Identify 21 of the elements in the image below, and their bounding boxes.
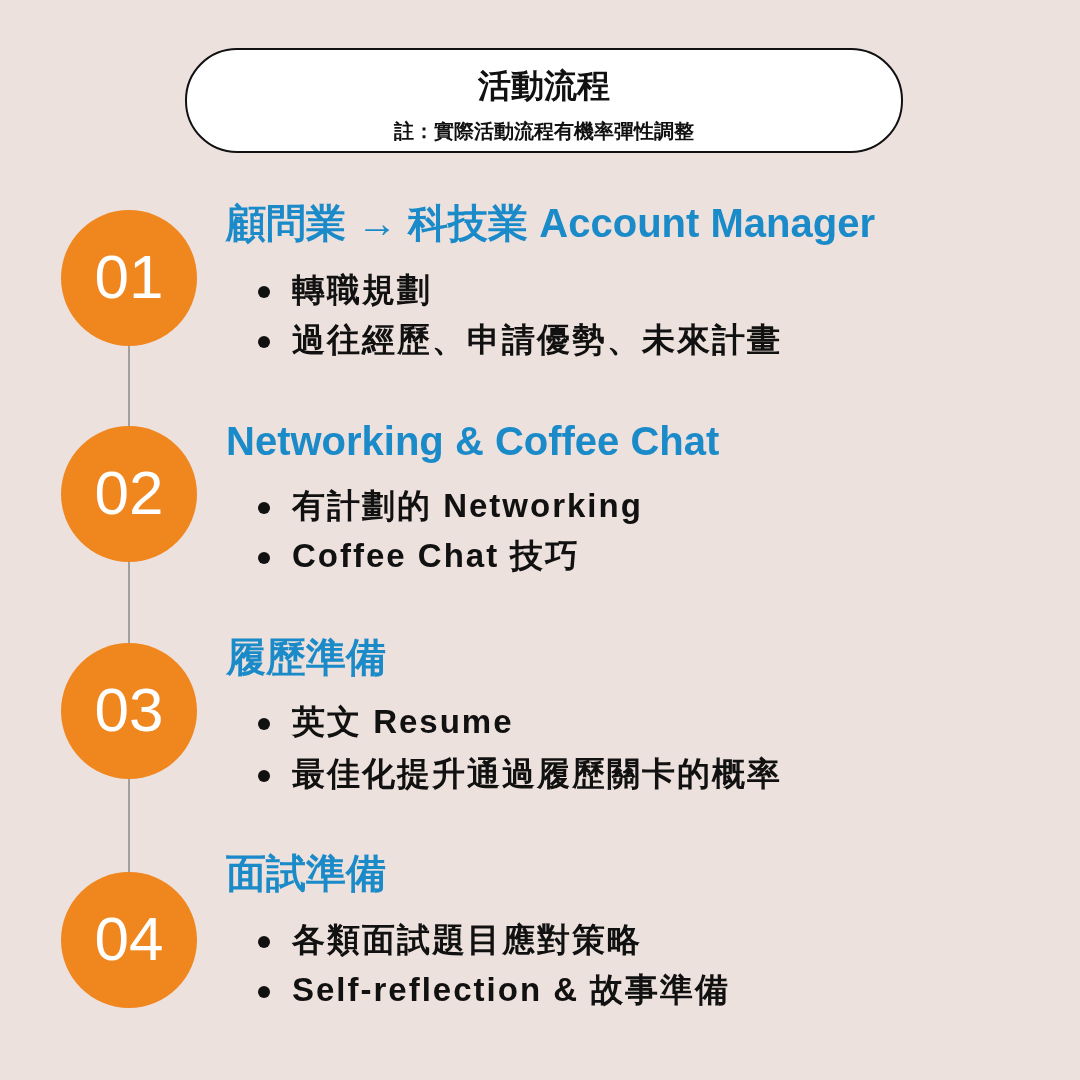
bullet-item: 最佳化提升通過履歷關卡的概率: [258, 753, 782, 795]
connector-line: [128, 561, 130, 644]
bullet-item: 英文 Resume: [258, 701, 514, 743]
step-number: 04: [93, 906, 165, 972]
bullet-item: 有計劃的 Networking: [258, 485, 643, 527]
step-heading: 顧問業 → 科技業 Account Manager: [226, 200, 875, 247]
step-number: 02: [93, 460, 165, 526]
step-number: 03: [93, 677, 165, 743]
bullet-item: 過往經歷、申請優勢、未來計畫: [258, 319, 782, 361]
title-text: 活動流程: [477, 66, 611, 105]
connector-line: [128, 778, 130, 873]
step-number: 01: [93, 244, 165, 310]
bullet-item: Coffee Chat 技巧: [258, 535, 581, 577]
bullet-item: 轉職規劃: [258, 269, 432, 311]
step-heading: 面試準備: [226, 850, 386, 897]
bullet-item: Self-reflection & 故事準備: [258, 969, 731, 1011]
step-heading: Networking & Coffee Chat: [226, 418, 720, 465]
step-heading: 履歷準備: [226, 634, 386, 681]
bullet-item: 各類面試題目應對策略: [258, 919, 642, 961]
note-text: 註：實際活動流程有機率彈性調整: [393, 119, 695, 144]
connector-line: [128, 345, 130, 427]
